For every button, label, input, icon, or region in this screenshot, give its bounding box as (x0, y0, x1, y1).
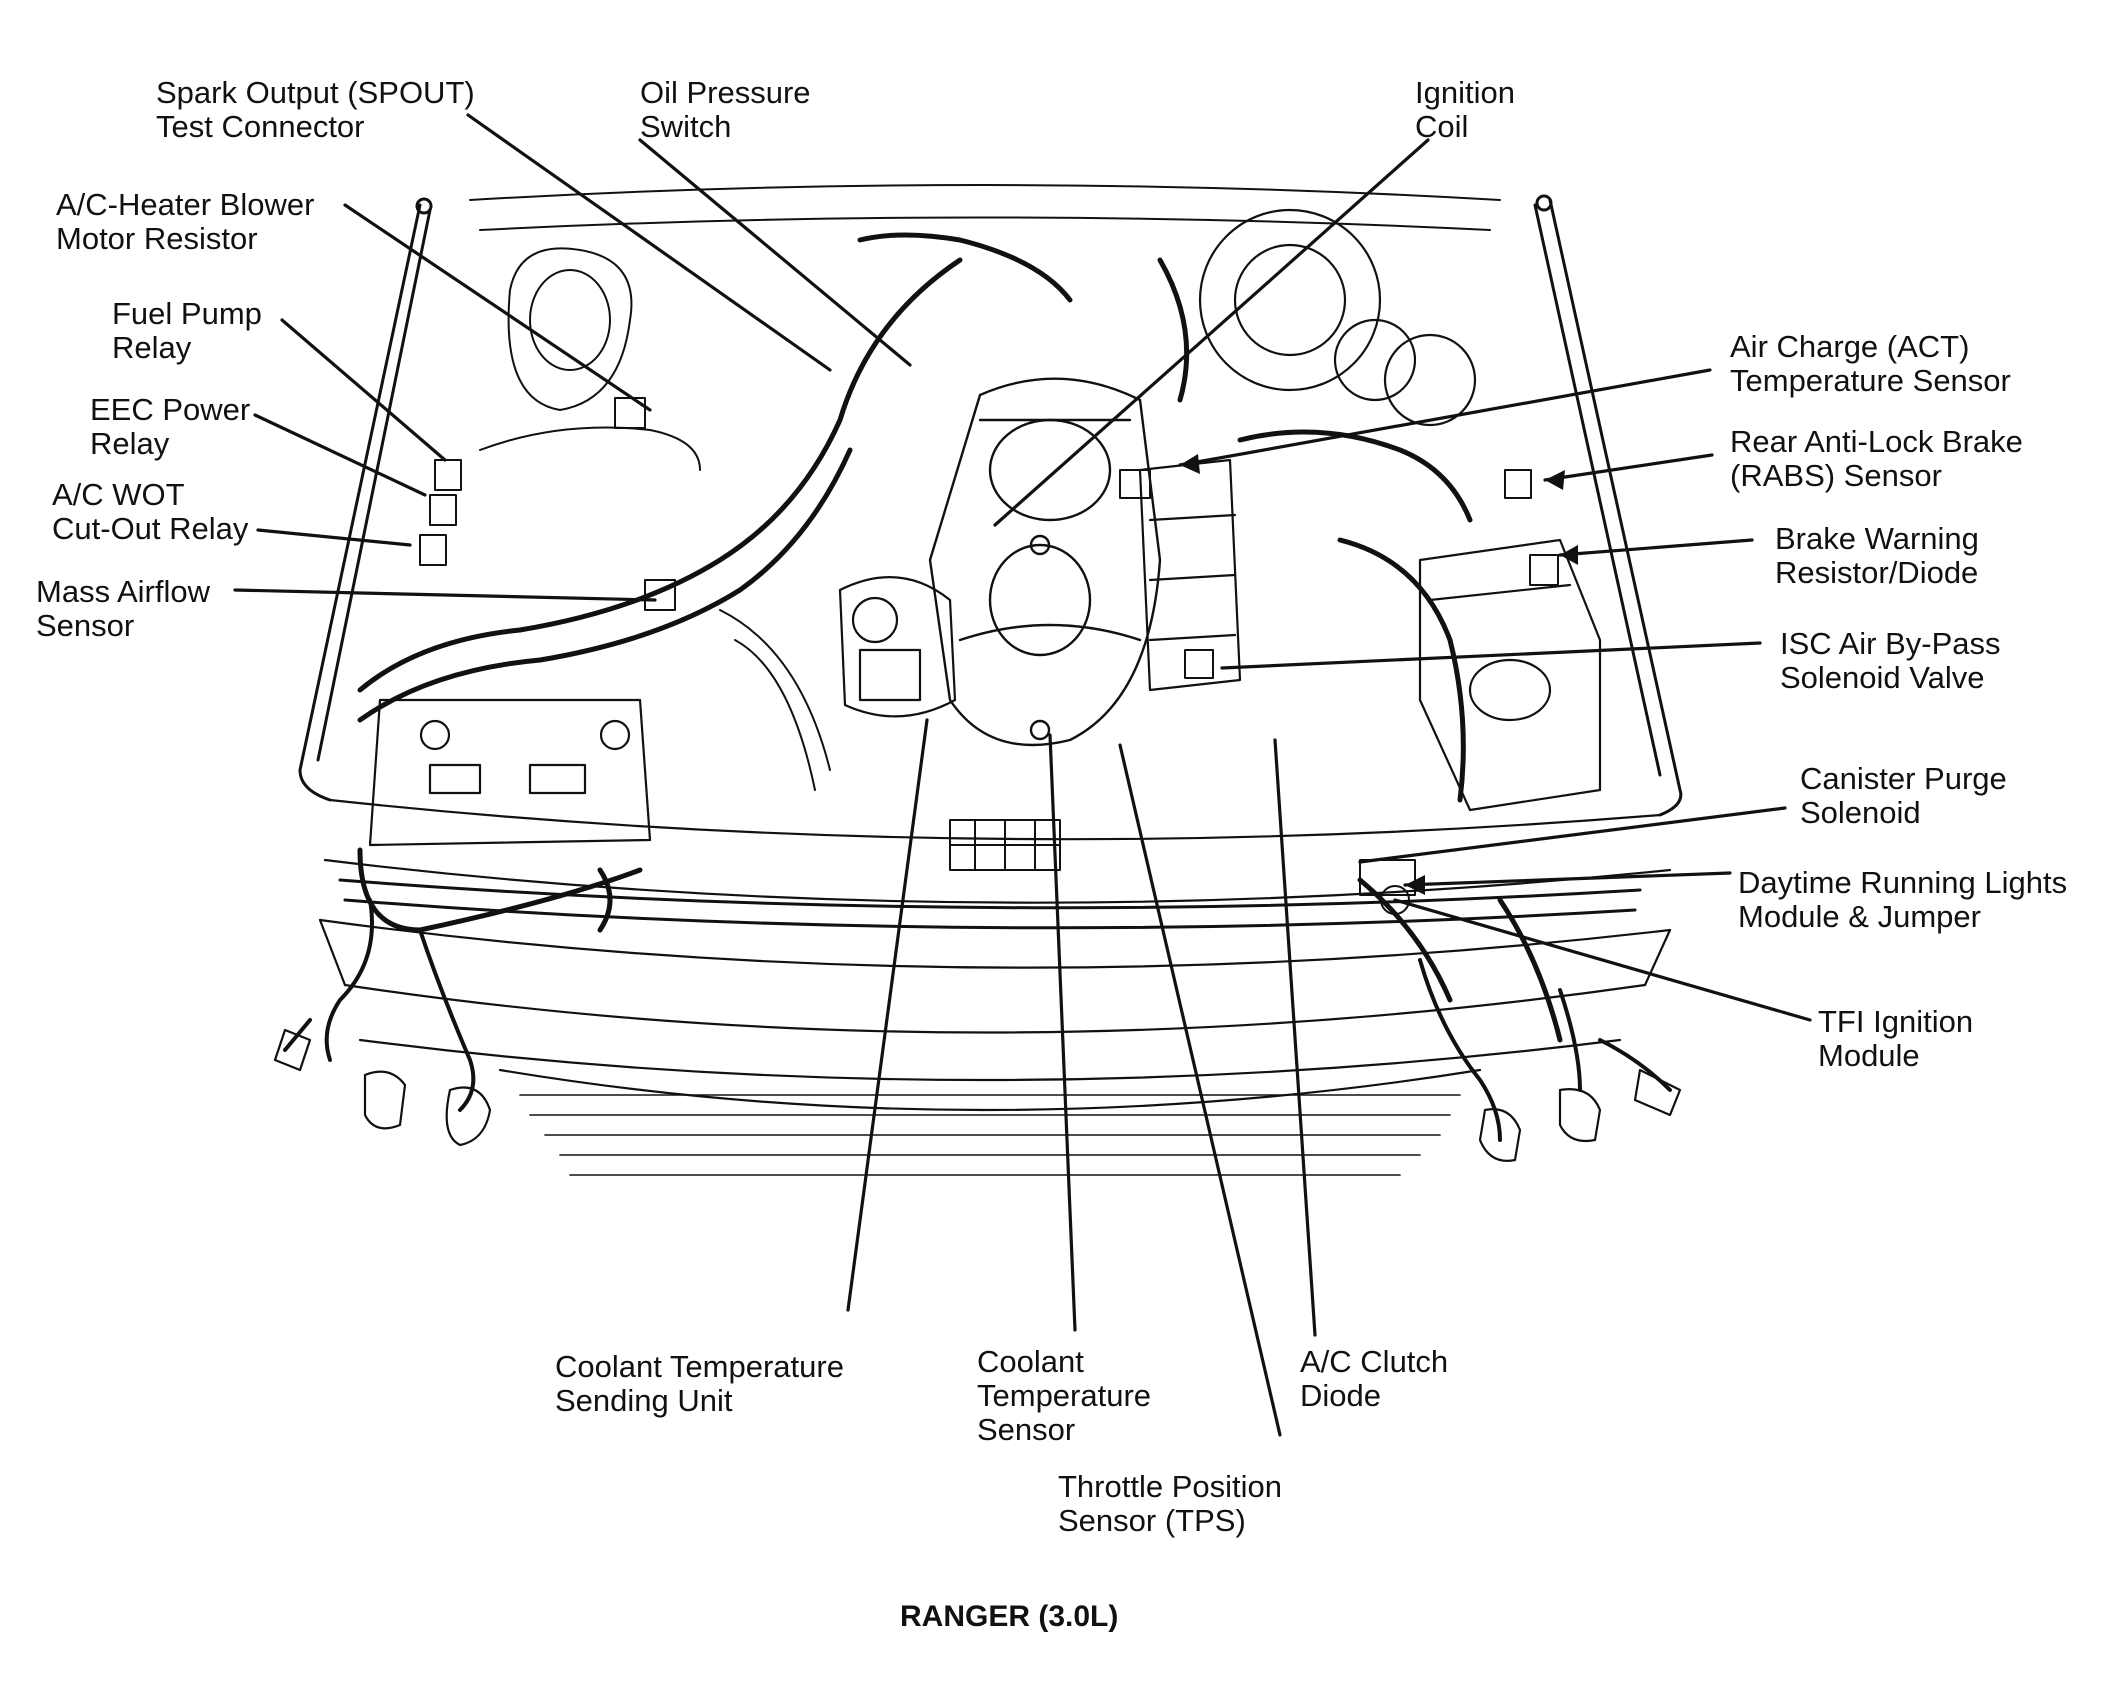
intake-manifold (928, 377, 1162, 747)
battery (368, 698, 652, 847)
label-line: Module (1818, 1038, 1920, 1073)
label-ac-wot-relay: A/C WOT Cut-Out Relay (52, 478, 248, 546)
label-ignition-coil: Ignition Coil (1415, 76, 1515, 144)
leader-lines (233, 113, 1812, 1437)
label-line: Relay (112, 330, 192, 365)
label-line: Spark Output (SPOUT) (156, 75, 475, 110)
ignition-coil-block (1138, 458, 1242, 692)
label-line: Coil (1415, 109, 1469, 144)
label-line: Oil Pressure (640, 75, 811, 110)
label-line: Sensor (TPS) (1058, 1503, 1246, 1538)
coolant-reservoir (1418, 538, 1602, 812)
label-blower-motor-resistor: A/C-Heater Blower Motor Resistor (56, 188, 314, 256)
label-line: EEC Power (90, 392, 251, 427)
front-connectors-left (273, 1028, 492, 1147)
throttle-body (838, 576, 957, 718)
front-harness-right (1418, 958, 1672, 1142)
label-line: Cut-Out Relay (52, 511, 249, 546)
label-line: Diode (1300, 1378, 1381, 1413)
label-drl-module: Daytime Running Lights Module & Jumper (1738, 866, 2067, 934)
grille-slats (519, 1094, 1461, 1176)
label-line: Air Charge (ACT) (1730, 329, 1970, 364)
label-line: Switch (640, 109, 732, 144)
radiator-support (338, 878, 1642, 930)
label-oil-pressure-switch: Oil Pressure Switch (640, 76, 811, 144)
label-line: Coolant Temperature (555, 1349, 844, 1384)
arrowheads (1180, 454, 1578, 895)
label-line: Canister Purge (1800, 761, 2007, 796)
label-line: Sensor (36, 608, 135, 643)
radiator-hose (719, 609, 1061, 871)
label-brake-warning-diode: Brake Warning Resistor/Diode (1775, 522, 1979, 590)
label-line: Coolant (977, 1344, 1084, 1379)
label-line: Ignition (1415, 75, 1515, 110)
label-line: Sending Unit (555, 1383, 733, 1418)
relay-cluster (419, 397, 676, 611)
label-line: (RABS) Sensor (1730, 458, 1942, 493)
front-connectors-right (1478, 1068, 1682, 1162)
label-line: A/C Clutch (1300, 1344, 1449, 1379)
label-line: Mass Airflow (36, 574, 210, 609)
label-line: Test Connector (156, 109, 365, 144)
label-coolant-sending-unit: Coolant Temperature Sending Unit (555, 1350, 844, 1418)
air-cleaner (479, 247, 701, 471)
figure-caption: RANGER (3.0L) (900, 1600, 1119, 1633)
label-canister-purge: Canister Purge Solenoid (1800, 762, 2007, 830)
label-line: Sensor (977, 1412, 1076, 1447)
label-isc-solenoid: ISC Air By-Pass Solenoid Valve (1780, 627, 2001, 695)
label-fuel-pump-relay: Fuel Pump Relay (112, 297, 262, 365)
label-line: Motor Resistor (56, 221, 258, 256)
label-line: Fuel Pump (112, 296, 262, 331)
label-act-sensor: Air Charge (ACT) Temperature Sensor (1730, 330, 2011, 398)
label-line: Temperature (977, 1378, 1152, 1413)
label-line: Daytime Running Lights (1738, 865, 2068, 900)
label-coolant-temperature-sensor: Coolant Temperature Sensor (977, 1345, 1151, 1447)
front-grille (318, 798, 1672, 1112)
label-line: A/C-Heater Blower (56, 187, 315, 222)
label-mass-airflow-sensor: Mass Airflow Sensor (36, 575, 210, 643)
label-ac-clutch-diode: A/C Clutch Diode (1300, 1345, 1448, 1413)
label-line: ISC Air By-Pass (1780, 626, 2001, 661)
brake-booster (1198, 208, 1477, 427)
label-line: A/C WOT (52, 477, 185, 512)
label-line: TFI Ignition (1818, 1004, 1974, 1039)
label-line: Brake Warning (1775, 521, 1979, 556)
label-line: Resistor/Diode (1775, 555, 1979, 590)
label-rabs-sensor: Rear Anti-Lock Brake (RABS) Sensor (1730, 425, 2023, 493)
label-spout: Spark Output (SPOUT) Test Connector (156, 76, 475, 144)
label-tfi-module: TFI Ignition Module (1818, 1005, 1973, 1073)
label-line: Solenoid (1800, 795, 1921, 830)
wiring-harness (357, 232, 1563, 1043)
firewall (469, 184, 1501, 231)
fender-outline (298, 194, 1683, 817)
label-line: Relay (90, 426, 170, 461)
front-harness-left (283, 898, 476, 1112)
label-line: Temperature Sensor (1730, 363, 2011, 398)
label-line: Throttle Position (1058, 1469, 1282, 1504)
label-line: Module & Jumper (1738, 899, 1981, 934)
right-components (1119, 469, 1559, 915)
label-eec-power-relay: EEC Power Relay (90, 393, 250, 461)
label-line: Rear Anti-Lock Brake (1730, 424, 2023, 459)
label-throttle-position-sensor: Throttle Position Sensor (TPS) (1058, 1470, 1282, 1538)
label-line: Solenoid Valve (1780, 660, 1985, 695)
